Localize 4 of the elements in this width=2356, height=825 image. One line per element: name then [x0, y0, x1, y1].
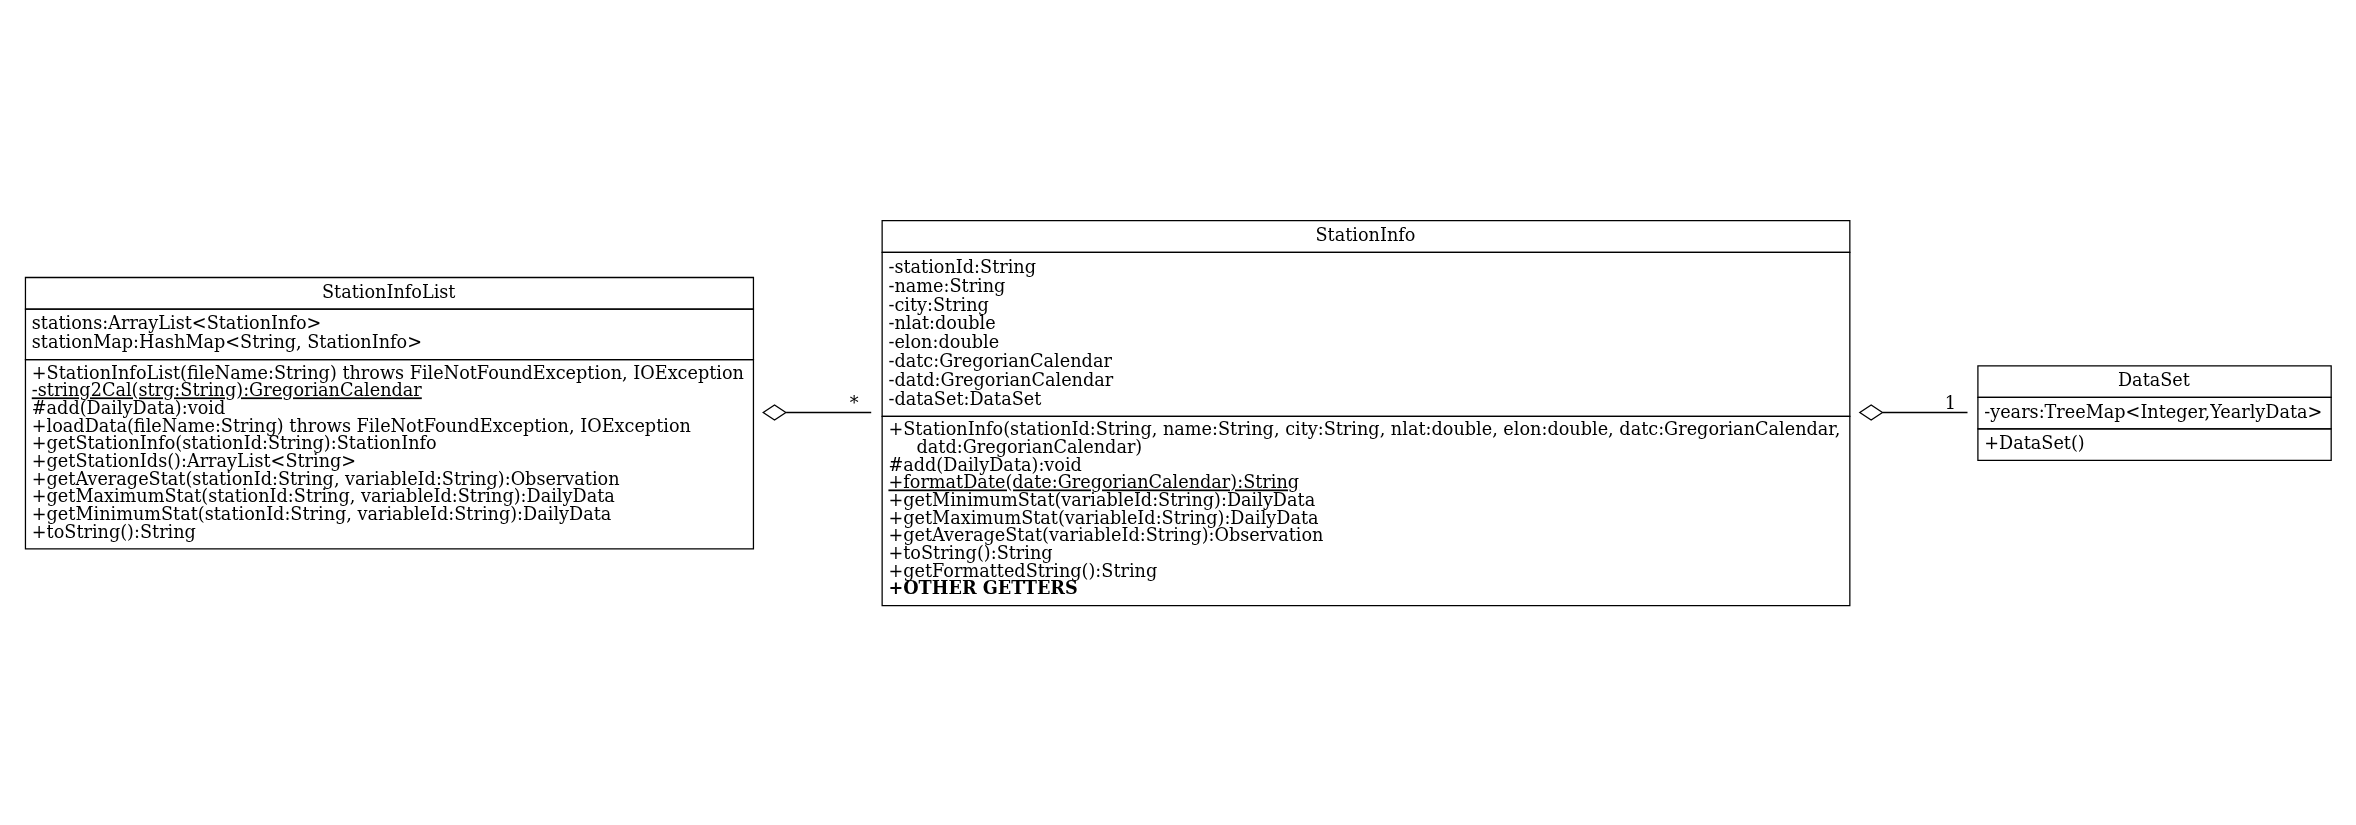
connector: [1858, 404, 1969, 421]
edge-label: 1: [1944, 393, 1956, 414]
connector: [762, 404, 872, 421]
edge-label: *: [849, 393, 859, 414]
